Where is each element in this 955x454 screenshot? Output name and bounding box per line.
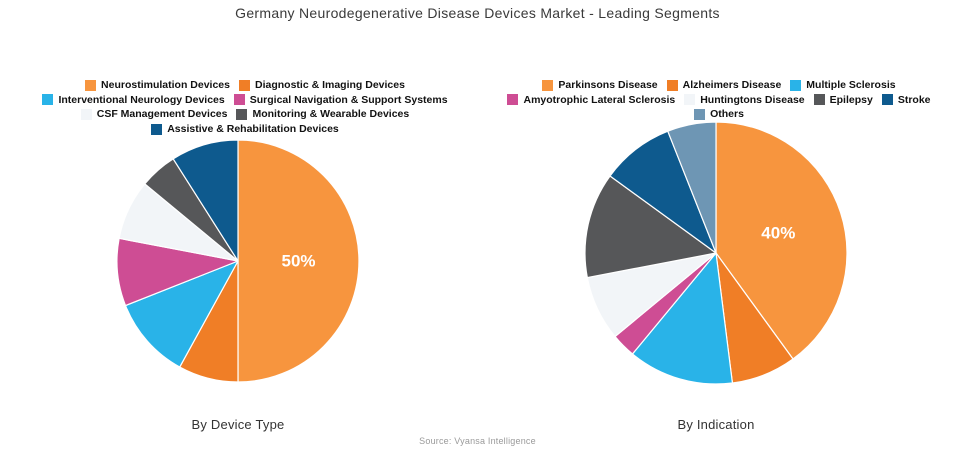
source-text: Source: Vyansa Intelligence: [419, 436, 536, 446]
legend-item-assistive-rehabilitation-devices: Assistive & Rehabilitation Devices: [151, 122, 339, 137]
pie-slice-label: 50%: [281, 252, 315, 271]
pie-slice-neurostimulation-devices: [237, 139, 360, 383]
legend-swatch-icon: [238, 79, 250, 91]
legend-label: Huntingtons Disease: [700, 93, 805, 106]
legend-label: Interventional Neurology Devices: [58, 93, 225, 106]
legend-indication: Parkinsons Disease Alzheimers Disease Mult…: [488, 78, 950, 122]
legend-swatch-icon: [80, 108, 92, 120]
legend-label: Amyotrophic Lateral Sclerosis: [523, 93, 676, 106]
legend-swatch-icon: [813, 94, 825, 106]
legend-item-neurostimulation-devices: Neurostimulation Devices: [85, 78, 230, 93]
legend-swatch-icon: [233, 94, 245, 106]
legend-swatch-icon: [684, 94, 696, 106]
legend-label: Alzheimers Disease: [682, 79, 782, 91]
legend-swatch-icon: [542, 79, 554, 91]
legend-item-parkinsons-disease: Parkinsons Disease: [542, 78, 658, 93]
legend-label: Parkinsons Disease: [558, 79, 658, 91]
legend-item-amyotrophic-lateral-sclerosis: Amyotrophic Lateral Sclerosis: [507, 93, 675, 108]
legend-swatch-icon: [151, 123, 163, 135]
pie-slice-others: [667, 121, 717, 254]
chart-title: Germany Neurodegenerative Disease Device…: [235, 5, 720, 21]
legend-device-type: Neurostimulation Devices Diagnostic & Ima…: [15, 78, 475, 136]
legend-item-monitoring-wearable-devices: Monitoring & Wearable Devices: [236, 107, 409, 122]
pie-slice-interventional-neurology-devices: [124, 260, 239, 368]
legend-swatch-icon: [694, 108, 706, 120]
pie-slice-epilepsy: [584, 175, 717, 279]
legend-swatch-icon: [666, 79, 678, 91]
pie-slice-multiple-sclerosis: [631, 252, 734, 385]
legend-row: Amyotrophic Lateral Sclerosis Huntingtons…: [507, 93, 931, 108]
legend-label: Multiple Sclerosis: [806, 79, 896, 91]
legend-row: Parkinsons Disease Alzheimers Disease Mult…: [542, 78, 896, 93]
legend-item-alzheimers-disease: Alzheimers Disease: [666, 78, 782, 93]
legend-row: Neurostimulation Devices Diagnostic & Ima…: [85, 78, 405, 93]
legend-row: Interventional Neurology Devices Surgical…: [42, 93, 448, 108]
legend-item-others: Others: [694, 107, 744, 122]
legend-swatch-icon: [42, 94, 54, 106]
pie-chart-indication: 40%: [584, 121, 848, 385]
legend-label: Diagnostic & Imaging Devices: [254, 79, 405, 91]
legend-row: Assistive & Rehabilitation Devices: [151, 122, 339, 137]
legend-label: CSF Management Devices: [96, 108, 228, 121]
caption-indication: By Indication: [677, 417, 755, 432]
pie-slice-parkinsons-disease: [715, 121, 848, 360]
legend-swatch-icon: [881, 94, 893, 106]
legend-label: Stroke: [897, 93, 931, 106]
legend-item-epilepsy: Epilepsy: [813, 93, 873, 108]
caption-device-type: By Device Type: [191, 417, 285, 432]
pie-chart-device-type: 50%: [116, 139, 360, 383]
legend-label: Epilepsy: [829, 93, 873, 106]
legend-item-interventional-neurology-devices: Interventional Neurology Devices: [42, 93, 225, 108]
legend-swatch-icon: [790, 79, 802, 91]
legend-item-surgical-navigation-support-systems: Surgical Navigation & Support Systems: [233, 93, 448, 108]
legend-swatch-icon: [85, 79, 97, 91]
pie-slice-assistive-rehabilitation-devices: [172, 139, 239, 262]
legend-row: CSF Management Devices Monitoring & Weara…: [80, 107, 409, 122]
legend-label: Neurostimulation Devices: [101, 79, 230, 91]
legend-label: Assistive & Rehabilitation Devices: [167, 122, 339, 135]
legend-swatch-icon: [236, 108, 248, 120]
legend-item-csf-management-devices: CSF Management Devices: [80, 107, 228, 122]
pie-slice-label: 40%: [761, 223, 795, 242]
legend-label: Surgical Navigation & Support Systems: [249, 93, 448, 106]
legend-label: Others: [710, 108, 744, 121]
legend-label: Monitoring & Wearable Devices: [252, 108, 410, 121]
legend-item-diagnostic-imaging-devices: Diagnostic & Imaging Devices: [238, 78, 405, 93]
legend-swatch-icon: [507, 94, 519, 106]
legend-row: Others: [694, 107, 744, 122]
legend-item-multiple-sclerosis: Multiple Sclerosis: [790, 78, 896, 93]
legend-item-stroke: Stroke: [881, 93, 931, 108]
legend-item-huntingtons-disease: Huntingtons Disease: [684, 93, 805, 108]
